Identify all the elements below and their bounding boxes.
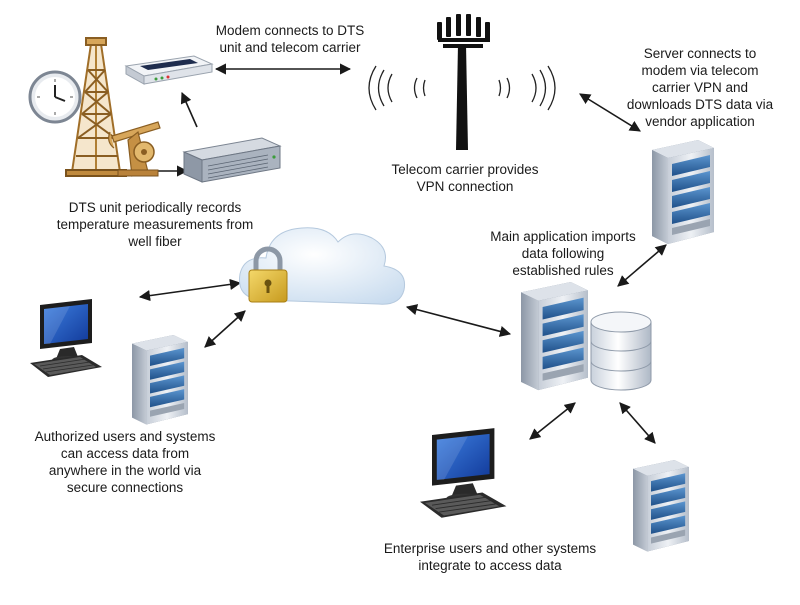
- caption-telecom: Telecom carrier provides VPN connection: [391, 162, 539, 194]
- caption-modem-link: Modem connects to DTS unit and telecom c…: [215, 23, 365, 55]
- arrow-rack-modem: [180, 91, 198, 128]
- caption-server-vpn: Server connects to modem via telecom car…: [626, 46, 774, 129]
- database-icon: [590, 311, 652, 391]
- arrow-main-server: [617, 244, 667, 287]
- computer-workstation-icon: [29, 298, 103, 378]
- cell-tower-icon: [368, 14, 556, 150]
- arrow-main-enterprise-server: [619, 402, 656, 444]
- dts-rack-unit-icon: [182, 137, 282, 183]
- caption-dts-unit: DTS unit periodically records temperatur…: [56, 200, 254, 249]
- padlock-icon: [248, 246, 288, 303]
- computer-workstation-icon: [419, 427, 507, 519]
- arrow-cloud-main: [405, 304, 512, 337]
- oil-rig-icon: [65, 37, 127, 177]
- pump-jack-icon: [108, 121, 161, 177]
- caption-enterprise: Enterprise users and other systems integ…: [383, 541, 597, 573]
- caption-authorized: Authorized users and systems can access …: [34, 429, 216, 495]
- clock-icon: [28, 70, 82, 124]
- main-application-server-icon: [521, 282, 588, 391]
- caption-main-app: Main application imports data following …: [490, 229, 636, 278]
- server-tower-icon: [132, 335, 188, 425]
- modem-icon: [124, 55, 214, 85]
- server-tower-icon: [633, 460, 689, 552]
- arrow-server-cloud: [204, 310, 246, 348]
- connection-arrows: [138, 63, 667, 444]
- server-tower-icon: [652, 140, 714, 244]
- arrow-tower-server: [579, 93, 641, 132]
- arrow-main-enterprise-pc: [529, 402, 576, 440]
- signal-waves: [368, 65, 556, 111]
- arrow-user-cloud: [138, 278, 242, 302]
